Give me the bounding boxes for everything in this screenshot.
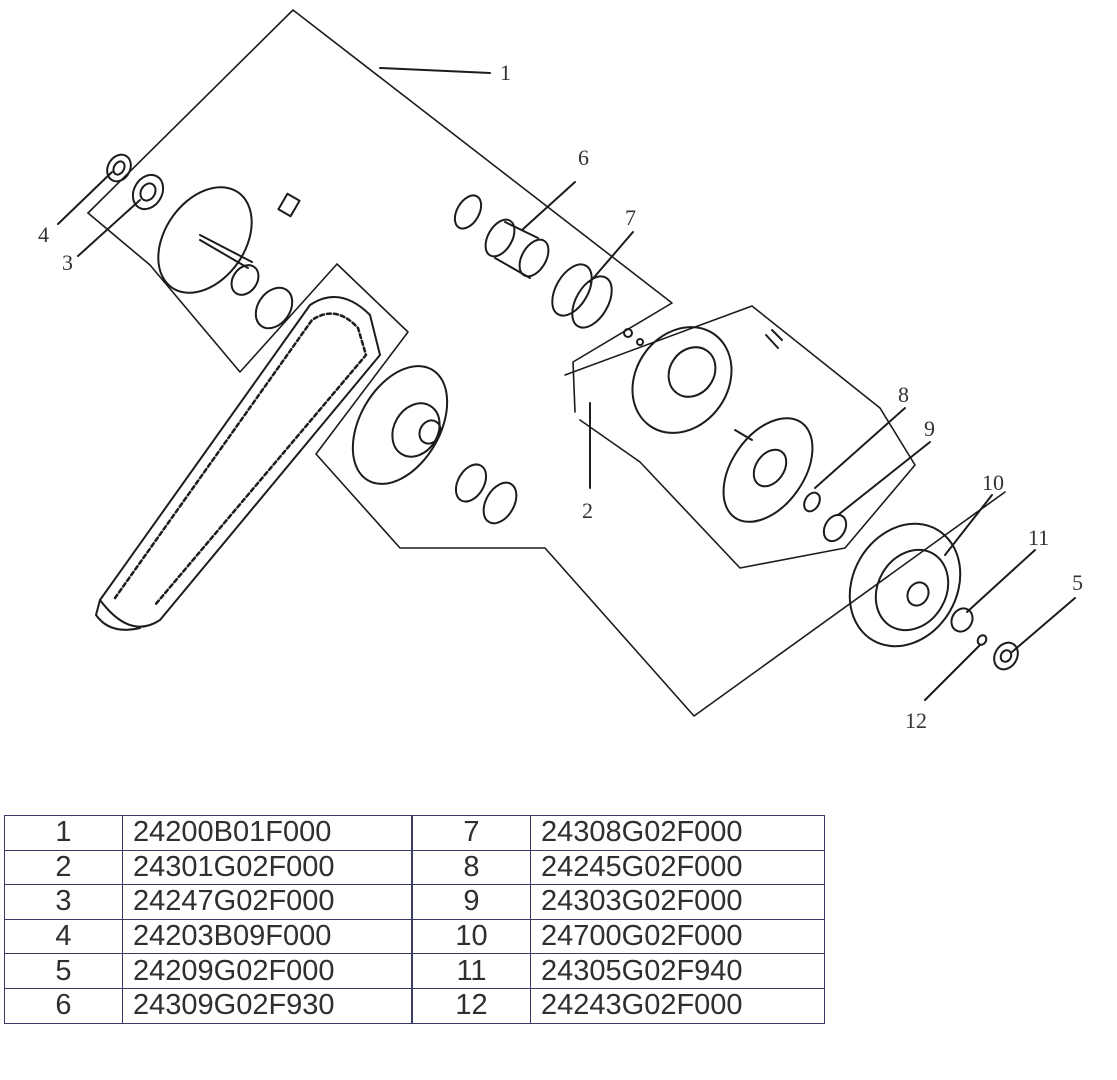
callout-2: 2 [582, 498, 593, 523]
leader-line-7 [589, 231, 634, 283]
left-part-code: 24203B09F000 [122, 918, 413, 955]
right-part-code: 24308G02F000 [530, 815, 825, 851]
oil-seal-part-4 [106, 153, 132, 183]
nut-part-5 [993, 641, 1019, 671]
callout-1: 1 [500, 60, 511, 85]
leader-line-11 [966, 549, 1036, 613]
assembly-outline-1 [87, 9, 673, 413]
callout-12: 12 [905, 708, 927, 733]
callout-7: 7 [625, 205, 636, 230]
left-part-code: 24247G02F000 [122, 884, 413, 920]
driven-face-sheave [157, 186, 301, 296]
callout-9: 9 [924, 416, 935, 441]
washer-part-12 [976, 634, 988, 646]
washer-part-11 [950, 607, 974, 633]
right-part-code: 24243G02F000 [530, 987, 825, 1024]
left-part-number: 2 [4, 849, 123, 886]
leader-line-4 [57, 171, 113, 225]
right-part-number: 7 [411, 815, 531, 851]
callout-5: 5 [1072, 570, 1083, 595]
leader-line-1 [379, 67, 491, 74]
callout-6: 6 [578, 145, 589, 170]
left-part-number: 1 [4, 815, 123, 851]
leader-line-12 [924, 644, 981, 701]
left-part-code: 24209G02F000 [122, 953, 413, 989]
leader-line-5 [1011, 597, 1076, 653]
right-part-number: 9 [411, 884, 531, 920]
callout-10: 10 [982, 470, 1004, 495]
left-part-code: 24309G02F930 [122, 987, 413, 1024]
left-part-code: 24301G02F000 [122, 849, 413, 886]
bearing-part-3 [131, 173, 165, 211]
table-row: 3 24247G02F000 9 24303G02F000 [4, 884, 825, 920]
parts-table: 1 24200B01F000 7 24308G02F000 2 24301G02… [4, 815, 825, 1024]
left-part-code: 24200B01F000 [122, 815, 413, 851]
table-row: 5 24209G02F000 11 24305G02F940 [4, 953, 825, 989]
clutch-drum-part-10 [848, 522, 962, 648]
left-part-number: 6 [4, 987, 123, 1024]
table-row: 6 24309G02F930 12 24243G02F000 [4, 987, 825, 1024]
left-part-number: 5 [4, 953, 123, 989]
o-ring-small-1 [254, 286, 294, 330]
spring-small [623, 328, 783, 349]
callout-11: 11 [1028, 525, 1049, 550]
driven-pulley [351, 365, 449, 485]
table-row: 2 24301G02F000 8 24245G02F000 [4, 849, 825, 886]
washer-part-8 [803, 491, 821, 513]
assembly-outline-2 [564, 305, 916, 569]
callout-3: 3 [62, 250, 73, 275]
right-part-number: 11 [411, 953, 531, 989]
clutch-shoes-part-7 [551, 263, 613, 329]
table-row: 1 24200B01F000 7 24308G02F000 [4, 815, 825, 851]
collar-part-6 [484, 218, 550, 279]
callout-4: 4 [38, 222, 49, 247]
o-rings-pair [454, 463, 518, 525]
leader-line-9 [837, 441, 931, 516]
left-part-number: 4 [4, 918, 123, 955]
exploded-parts-diagram: 1 2 3 4 5 6 7 8 9 10 11 12 [38, 9, 1083, 733]
leader-line-10 [944, 494, 993, 556]
left-part-number: 3 [4, 884, 123, 920]
leader-line-3 [77, 199, 141, 257]
nut-part-9 [822, 513, 848, 543]
right-part-code: 24700G02F000 [530, 918, 825, 955]
right-part-number: 12 [411, 987, 531, 1024]
right-part-code: 24303G02F000 [530, 884, 825, 920]
right-part-number: 10 [411, 918, 531, 955]
seal-ring [453, 194, 483, 230]
right-part-number: 8 [411, 849, 531, 886]
assembly-outline-1-lower [87, 212, 1006, 717]
table-row: 4 24203B09F000 10 24700G02F000 [4, 918, 825, 955]
right-part-code: 24245G02F000 [530, 849, 825, 886]
drive-belt [95, 296, 381, 631]
callout-8: 8 [898, 382, 909, 407]
leader-line-8 [814, 407, 906, 489]
right-part-code: 24305G02F940 [530, 953, 825, 989]
leader-line-6 [521, 181, 576, 231]
clutch-carrier [631, 326, 733, 434]
clutch-plate [722, 417, 814, 523]
